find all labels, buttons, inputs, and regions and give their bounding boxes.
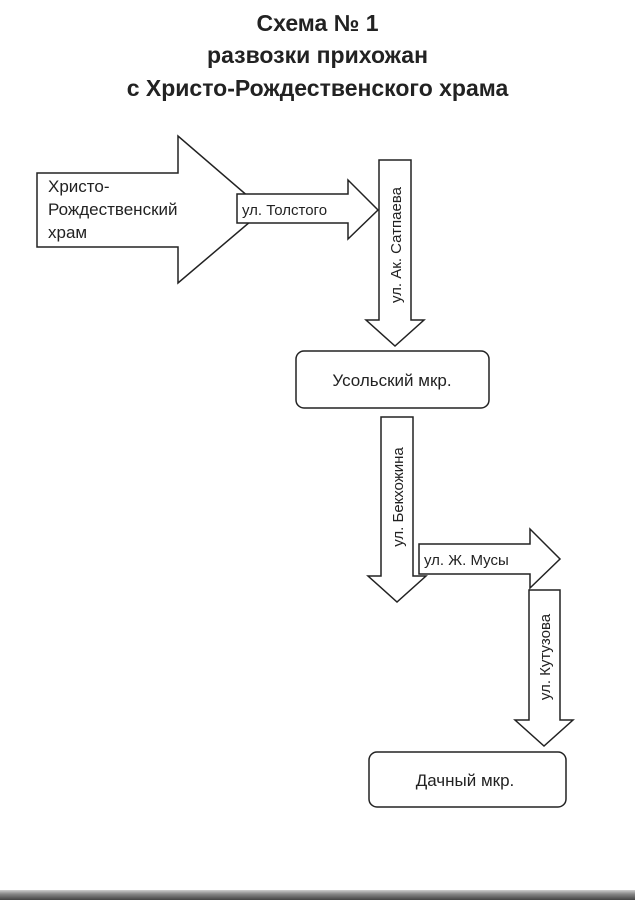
title-line-1: Схема № 1	[256, 10, 379, 36]
tolstogo-label: ул. Толстого	[242, 202, 327, 219]
musy-label: ул. Ж. Мусы	[424, 552, 509, 569]
start-label-2: Рождественский	[48, 200, 178, 219]
bekhozhina-label: ул. Бекхожина	[390, 447, 407, 547]
start-arrow	[36, 134, 266, 285]
dachny-box	[368, 751, 567, 808]
tolstogo-arrow	[236, 178, 380, 241]
dachny-label: Дачный мкр.	[416, 771, 515, 790]
usolsky-box	[295, 350, 490, 409]
satpaeva-label: ул. Ак. Сатпаева	[388, 186, 405, 303]
kutuzova-arrow	[513, 589, 575, 748]
bekhozhina-arrow	[366, 416, 428, 604]
scan-edge	[0, 890, 635, 900]
kutuzova-label: ул. Кутузова	[537, 613, 554, 700]
musy-arrow	[418, 527, 562, 590]
start-label-1: Христо-	[48, 177, 110, 196]
start-label-3: храм	[48, 223, 87, 242]
title-line-2: развозки прихожан	[207, 42, 428, 68]
satpaeva-arrow	[364, 159, 426, 348]
title-line-3: с Христо-Рождественского храма	[126, 75, 509, 101]
usolsky-label: Усольский мкр.	[332, 371, 451, 390]
